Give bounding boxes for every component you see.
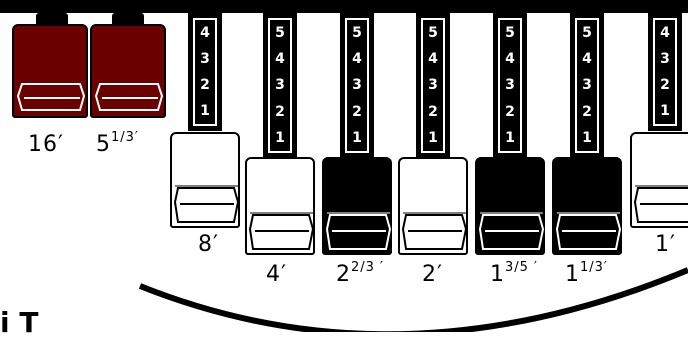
bottom-text: i T: [0, 306, 38, 339]
selection-arc: [0, 0, 688, 332]
drawbar-panel: 16′ 51/3′ 4321 8′54321 4′54321 22/3 ′543…: [0, 0, 688, 332]
